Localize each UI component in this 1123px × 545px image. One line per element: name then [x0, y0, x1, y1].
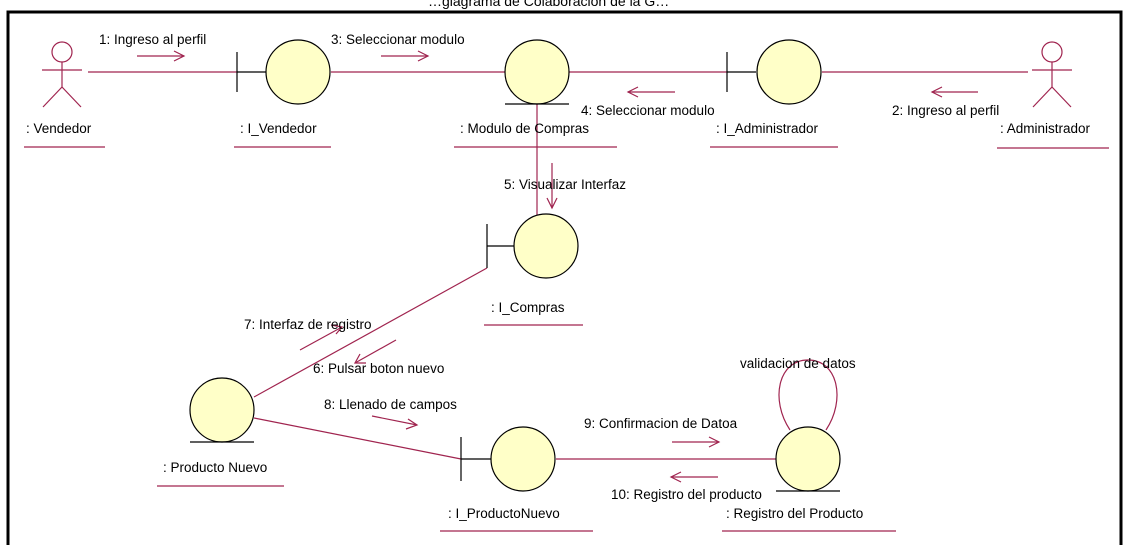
message-8: 8: Llenado de campos	[324, 397, 457, 412]
message-3: 3: Seleccionar modulo	[331, 32, 465, 47]
boundary-icon	[490, 426, 556, 492]
object-registro-producto-label: : Registro del Producto	[726, 506, 863, 521]
message-1: 1: Ingreso al perfil	[99, 32, 206, 47]
message-4: 4: Seleccionar modulo	[581, 103, 715, 118]
object-producto-nuevo-label: : Producto Nuevo	[163, 460, 267, 475]
link-producto-iproductonuevo	[253, 417, 462, 460]
boundary-icon	[513, 213, 579, 279]
actor-vendedor-label: : Vendedor	[26, 121, 92, 136]
message-self-validation: validacion de datos	[740, 356, 856, 371]
actor-administrador-label: : Administrador	[1000, 121, 1091, 136]
link-icompras-producto	[253, 267, 488, 398]
object-i-vendedor-label: : I_Vendedor	[240, 121, 317, 136]
message-2: 2: Ingreso al perfil	[892, 103, 999, 118]
actor-vendedor[interactable]: : Vendedor	[24, 41, 105, 148]
message-arrows	[137, 50, 978, 483]
actor-head-icon	[1041, 41, 1063, 63]
boundary-i-vendedor[interactable]: : I_Vendedor	[234, 39, 331, 148]
boundary-i-compras[interactable]: : I_Compras	[484, 213, 583, 326]
object-i-productonuevo-label: : I_ProductoNuevo	[448, 506, 560, 521]
entity-producto-nuevo[interactable]: : Producto Nuevo	[157, 377, 284, 487]
boundary-i-administrador[interactable]: : I_Administrador	[710, 39, 838, 148]
message-5: 5: Visualizar Interfaz	[504, 177, 626, 192]
object-i-administrador-label: : I_Administrador	[716, 121, 819, 136]
boundary-icon	[265, 39, 331, 105]
object-i-compras-label: : I_Compras	[491, 300, 565, 315]
entity-icon	[775, 426, 841, 492]
control-icon	[504, 39, 570, 105]
boundary-i-productonuevo[interactable]: : I_ProductoNuevo	[440, 426, 593, 532]
message-7: 7: Interfaz de registro	[244, 317, 372, 332]
diagram-title: …giagrama de Colaboración de la G…	[428, 0, 669, 9]
links	[88, 71, 1028, 460]
entity-icon	[189, 377, 255, 443]
message-6: 6: Pulsar boton nuevo	[313, 361, 444, 376]
message-10: 10: Registro del producto	[611, 487, 762, 502]
message-9: 9: Confirmacion de Datoa	[584, 416, 738, 431]
diagram-frame	[6, 10, 1123, 545]
entity-registro-producto[interactable]: : Registro del Producto	[722, 426, 896, 532]
message-labels: 1: Ingreso al perfil 3: Seleccionar modu…	[99, 32, 999, 502]
actor-administrador[interactable]: : Administrador	[997, 41, 1109, 149]
actor-head-icon	[51, 41, 73, 63]
object-modulo-compras-label: : Modulo de Compras	[460, 121, 589, 136]
boundary-icon	[756, 39, 822, 105]
self-link-registro	[778, 359, 838, 431]
control-modulo-compras[interactable]: : Modulo de Compras	[454, 39, 617, 148]
